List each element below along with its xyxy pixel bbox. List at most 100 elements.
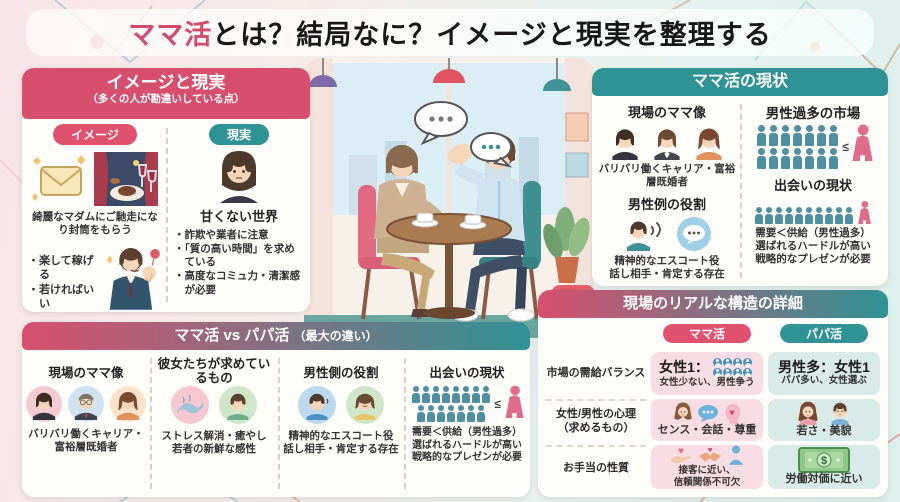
row-label-allowance: お手当の性質 (546, 445, 646, 489)
papa-column-header: パパ活 (779, 324, 868, 343)
chat-bubble-icon (698, 404, 718, 423)
vs-col2-caption-1: ストレス解消・癒やし (161, 430, 267, 442)
avatar-elegant-woman-icon (116, 392, 140, 420)
female-pictogram (852, 124, 872, 160)
panel-vs-subtitle: （最大の違い） (293, 329, 378, 343)
young-woman-face-icon (798, 401, 818, 426)
deai-crowd-row (744, 197, 882, 224)
column-divider (404, 358, 406, 489)
avatar-career-woman-icon (32, 392, 56, 420)
deai-caption-1: 需要＜供給（男性過多） (755, 227, 871, 239)
relax-icon (171, 386, 209, 424)
avatar-business-woman-icon (654, 129, 680, 160)
vs-col4-heading: 出会いの現状 (429, 365, 505, 380)
smiling-woman-icon (346, 386, 384, 424)
vs-col1-caption: バリバリ働くキャリア・富裕層既婚者 (28, 428, 144, 454)
column-divider (278, 358, 280, 489)
column-divider (150, 358, 152, 489)
vs-col3-caption-2: 話し相手・肯定する存在 (283, 443, 399, 456)
page-title: ママ活とは？結局なに？イメージと現実を整理する (128, 13, 771, 52)
vs-col2-caption-2: 若者の新鮮な感性 (172, 443, 256, 456)
reality-bullet-1: ・詐欺や業者に注意 (174, 229, 269, 241)
woman-face-icon (674, 402, 692, 420)
vs-col4-caption-1: 需要＜供給（男性過多） (412, 427, 522, 438)
title-strip: ママ活とは？結局なに？イメージと現実を整理する (26, 9, 874, 56)
female-pictogram (505, 385, 523, 417)
male-role-caption-1: 精神的なエスコート役 (614, 255, 720, 268)
panel-vs-title: ママ活 vs パパ活 (174, 327, 290, 344)
vs-col3-caption-1: 精神的なエスコート役 (288, 430, 394, 442)
mama-profile-heading: 現場のママ像 (627, 105, 706, 120)
speech-bubble-icon (677, 217, 711, 252)
avatar-elegant-woman-icon (696, 128, 722, 160)
image-bullet-1: ・楽して稼げる (28, 255, 94, 282)
column-divider (740, 104, 742, 278)
svg-text:♥: ♥ (729, 408, 734, 418)
panel-current-state: ママ活の現状 現場のママ像 バリバリ働くキャリア・富裕層既婚者 男性例の役割 精… (592, 68, 888, 286)
row-label-market-balance: 市場の需給バランス (546, 367, 646, 380)
vs-male-crowd-row-2 (411, 405, 491, 422)
mama-profile-caption: バリバリ働くキャリア・富裕層既婚者 (598, 163, 736, 189)
panel-detail-header: 現場のリアルな構造の詳細 (538, 290, 888, 318)
avatar-career-woman-icon (612, 129, 638, 160)
vs-col4-caption-2: 選ばれるハードルが高い (412, 439, 522, 451)
svg-text:$: $ (821, 455, 827, 467)
vs-col2-heading: 彼女たちが求めているもの (157, 356, 271, 385)
mama-avatars (598, 124, 736, 160)
young-man-icon (219, 386, 257, 424)
person-icon (728, 445, 744, 466)
panel-detail-structure: 現場のリアルな構造の詳細 ママ活 パパ活 市場の需給バランス 女性1： 女性少な… (538, 290, 888, 497)
vs-col3-heading: 男性側の役割 (303, 365, 379, 380)
psychology-papa-note: 若さ・美貌 (796, 425, 852, 438)
young-man-face-icon (831, 402, 849, 426)
money-bill-icon: $ (798, 447, 850, 474)
market-papa-note: パパ多い、女性選ぶ (781, 375, 867, 387)
envelope-icon (32, 155, 85, 201)
panel-current-state-header: ママ活の現状 (592, 68, 888, 96)
reality-heading: 甘くない世界 (199, 209, 278, 224)
head-heart-icon: ♥ (725, 403, 741, 424)
panel-image-vs-reality: イメージと現実 （多くの人が勘違いしている点） イメージ (22, 68, 310, 312)
male-role-heading: 男性例の役割 (627, 197, 706, 213)
cafe-illustration (304, 58, 594, 338)
svg-text:♥: ♥ (678, 446, 684, 457)
less-equal-symbol: ≤ (494, 397, 501, 411)
mini-male-row-2 (713, 364, 753, 381)
allowance-mama-note-1: 接客に近い、 (678, 465, 736, 477)
market-papa-ratio: 男性多：女性1 (778, 358, 870, 375)
talking-person-icon (626, 221, 661, 252)
cell-market-mama: 女性1： 女性少ない、男性争う (651, 352, 763, 395)
image-caption: 綺麗なマダムにご馳走になり封筒をもらう (32, 211, 158, 237)
vs-col1-avatars (26, 386, 146, 422)
male-crowd-row-1 (755, 125, 839, 146)
column-divider (166, 128, 168, 302)
dinner-illustration (94, 152, 158, 206)
deai-males (754, 207, 854, 224)
reality-bullet-2: ・「質の高い時間」を求めている (174, 242, 295, 269)
male-role-caption-2: 話し相手・肯定する存在 (609, 268, 725, 281)
market-heading: 男性過多の市場 (765, 106, 861, 121)
talking-man-icon (298, 386, 336, 424)
deai-caption-2: 選ばれるハードルが高い (755, 240, 871, 253)
reality-bullet-3: ・高度なコミュ力・清潔感が必要 (174, 269, 300, 296)
handshake-heart-icon: ♥ (699, 446, 721, 462)
serious-woman-illustration (220, 151, 258, 203)
mini-male-row-1 (713, 354, 753, 371)
vs-col1-heading: 現場のママ像 (48, 365, 124, 380)
svg-text:♥: ♥ (708, 446, 713, 455)
cell-allowance-papa: $ 労働対価に近い (768, 445, 880, 489)
detail-table: ママ活 パパ活 市場の需給バランス 女性1： 女性少ない、男性争う 男性多：女性… (546, 324, 880, 489)
less-equal-symbol: ≤ (842, 140, 849, 154)
vs-male-crowd-row-1 (411, 386, 491, 403)
row-label-psychology: 女性/男性の心理（求めるもの） (546, 398, 646, 442)
panel-vs-header: ママ活 vs パパ活 （最大の違い） (22, 322, 530, 350)
reality-badge: 現実 (208, 124, 269, 145)
cell-market-papa: 男性多：女性1 パパ多い、女性選ぶ (768, 352, 880, 395)
cell-psychology-mama: ♥ センス・会話・尊重 (651, 398, 763, 442)
cheering-man-illustration (107, 248, 161, 311)
cell-psychology-papa: 若さ・美貌 (768, 398, 880, 442)
page-title-accent: ママ活 (128, 20, 213, 50)
female-pictogram (858, 201, 871, 224)
allowance-papa-note: 労働対価に近い (785, 473, 863, 486)
